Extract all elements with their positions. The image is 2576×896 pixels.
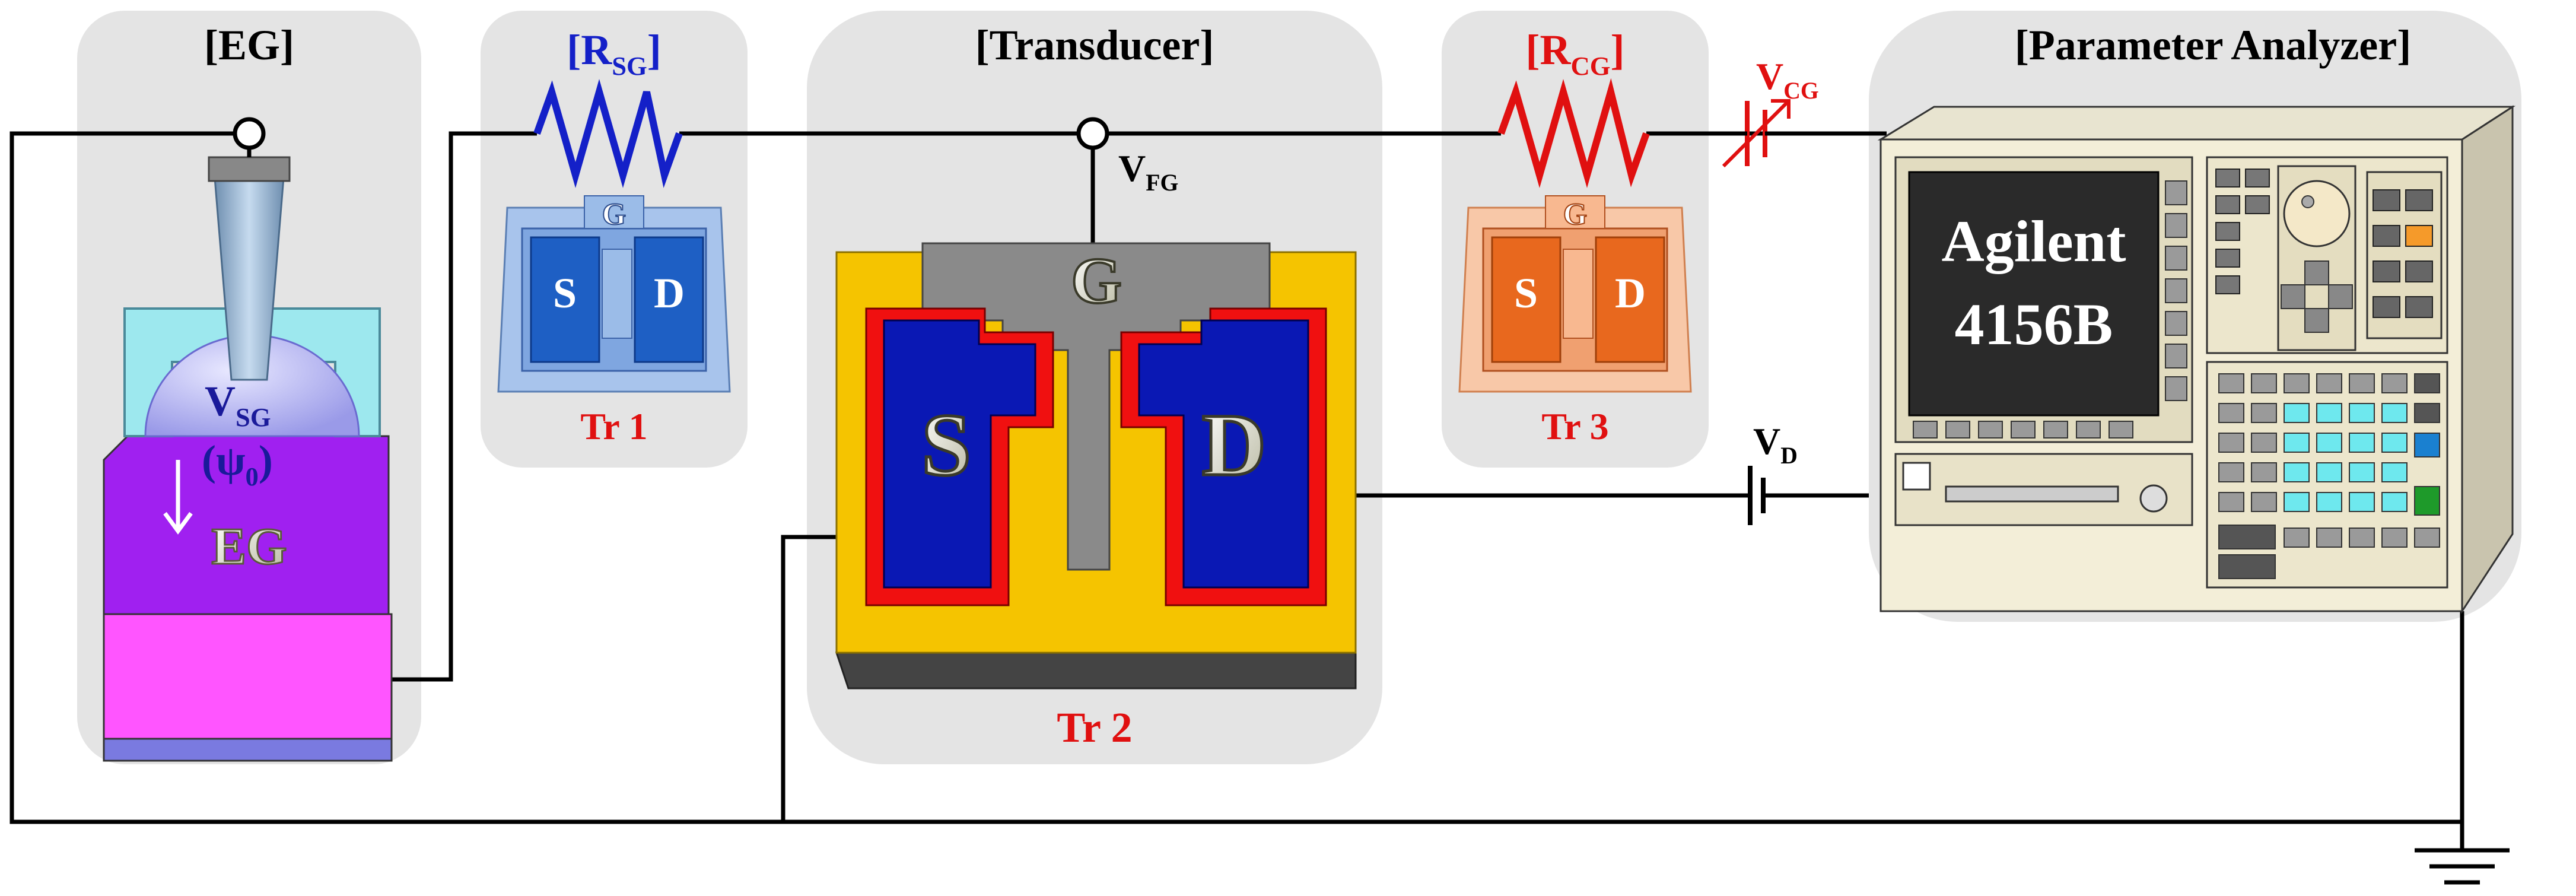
tr3-drain-label: D xyxy=(1615,269,1646,317)
analyzer-title: [Parameter Analyzer] xyxy=(2015,21,2411,69)
tr3-device xyxy=(1458,195,1692,393)
tr1-source-label: S xyxy=(553,269,577,317)
rcg-resistor xyxy=(1497,78,1650,188)
eg-node xyxy=(233,117,266,150)
tr1-device xyxy=(497,195,731,393)
tr2-source-label: S xyxy=(921,396,971,494)
ground-icon xyxy=(2415,848,2510,885)
rcg-title: [RCG] xyxy=(1526,26,1625,81)
eg-text-label: EG xyxy=(211,518,287,576)
eg-pink-block xyxy=(103,613,393,740)
analyzer-screen-line1: Agilent xyxy=(1941,208,2126,274)
vd-label: VD xyxy=(1753,420,1798,469)
tr3-gate-label: G xyxy=(1563,198,1587,231)
rsg-title: [RSG] xyxy=(567,26,662,81)
vcg-variable-source-icon xyxy=(1720,99,1804,168)
analyzer-screen-line2: 4156B xyxy=(1955,291,2113,357)
tr2-label: Tr 2 xyxy=(1057,704,1132,751)
tr1-drain-label: D xyxy=(654,269,685,317)
transducer-title: [Transducer] xyxy=(975,21,1214,69)
analyzer-instrument xyxy=(1877,105,2516,615)
tr3-label: Tr 3 xyxy=(1541,405,1608,447)
tr2-device xyxy=(835,242,1357,690)
tr3-source-label: S xyxy=(1514,269,1538,317)
vsg-label: VSG xyxy=(205,377,271,432)
rsg-resistor xyxy=(533,79,683,188)
vd-battery-icon xyxy=(1748,466,1766,525)
vcg-label: VCG xyxy=(1756,55,1819,104)
down-arrow-icon xyxy=(163,460,193,535)
eg-bottom-layer xyxy=(103,738,393,762)
tr2-gate-label: G xyxy=(1071,244,1122,317)
eg-title: [EG] xyxy=(204,21,294,69)
tr1-label: Tr 1 xyxy=(580,405,647,447)
vfg-label: VFG xyxy=(1118,147,1178,196)
tr1-gate-label: G xyxy=(602,198,626,231)
fg-node xyxy=(1076,117,1109,150)
tr2-drain-label: D xyxy=(1202,396,1266,494)
psi-label: (ψ0) xyxy=(202,437,273,491)
eg-well-holder xyxy=(123,307,381,437)
eg-electrode-cap xyxy=(208,156,291,182)
